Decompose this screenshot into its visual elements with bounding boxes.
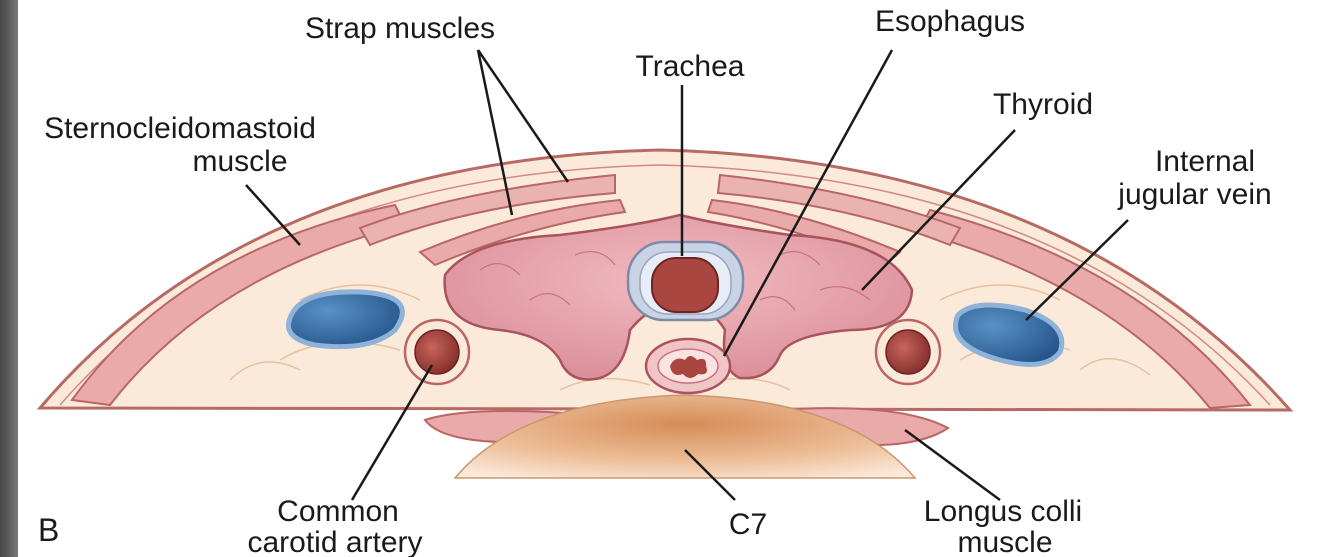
panel-letter: B — [38, 512, 59, 548]
label-sternocleidomastoid-line2: muscle — [192, 145, 287, 178]
label-common-carotid-line2: carotid artery — [247, 526, 422, 557]
carotid-right-lumen — [886, 330, 930, 374]
label-internal-jugular-line1: Internal — [1155, 145, 1255, 178]
trachea-lumen — [652, 258, 718, 312]
label-longus-colli-line2: muscle — [957, 526, 1052, 557]
jugular-vein-left — [288, 292, 402, 347]
label-internal-jugular-line2: jugular vein — [1118, 178, 1271, 211]
label-common-carotid-line1: Common — [277, 495, 399, 528]
label-longus-colli-line1: Longus colli — [924, 495, 1082, 528]
label-sternocleidomastoid-line1: Sternocleidomastoid — [44, 112, 316, 145]
label-strap-muscles: Strap muscles — [305, 12, 495, 45]
leader-longus-colli — [905, 430, 1000, 500]
label-thyroid: Thyroid — [993, 88, 1093, 121]
label-esophagus: Esophagus — [875, 5, 1025, 38]
label-trachea: Trachea — [636, 50, 745, 83]
label-c7: C7 — [729, 508, 767, 541]
carotid-left-lumen — [415, 330, 459, 374]
